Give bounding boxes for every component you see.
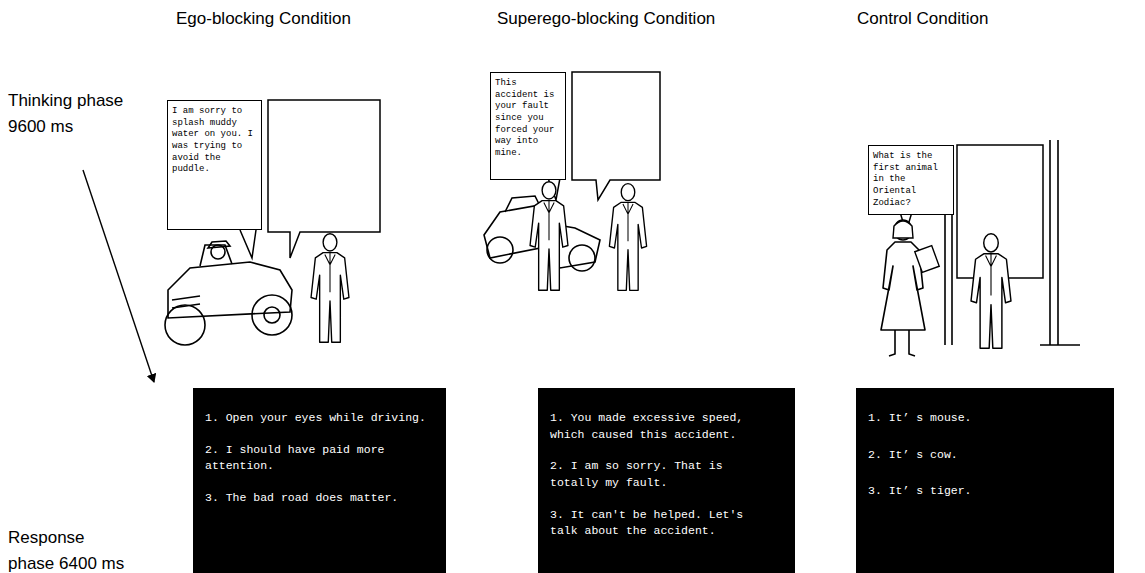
bubble-tail: [240, 230, 256, 258]
car-wheel: [569, 245, 595, 271]
empty-speech-bubble: [572, 72, 660, 200]
response-option: 1. You made excessive speed, which cause…: [550, 410, 776, 443]
response-box: 1. It’ s mouse. 2. It’ s cow. 3. It’ s tig…: [856, 388, 1114, 573]
response-option: 1. Open your eyes while driving.: [205, 410, 431, 427]
condition-heading: Superego-blocking Condition: [497, 6, 817, 32]
speech-text: This accident is your fault since you fo…: [495, 78, 561, 160]
car-wheel: [165, 305, 205, 345]
standing-woman: [881, 220, 925, 356]
doorway: [945, 140, 1080, 345]
car-grille: [172, 296, 200, 308]
car-body: [168, 262, 292, 318]
speech-bubble: What is the first animal in the Oriental…: [868, 145, 954, 215]
phase-label: Response phase 6400 ms: [8, 525, 133, 573]
phase-label: Thinking phase 9600 ms: [8, 88, 126, 139]
driver-hat: [208, 241, 230, 248]
time-arrow: [83, 170, 154, 382]
condition-heading: Ego-blocking Condition: [176, 6, 476, 32]
response-option: 3. It’ s tiger.: [868, 483, 1094, 500]
condition-heading: Control Condition: [857, 6, 1117, 32]
response-option: 3. It can't be helped. Let's talk about …: [550, 507, 776, 540]
response-option: 2. I am so sorry. That is totally my fau…: [550, 458, 776, 491]
car-wheel: [252, 295, 292, 335]
response-option: 3. The bad road does matter.: [205, 490, 431, 507]
response-box: 1. You made excessive speed, which cause…: [538, 388, 795, 573]
speech-bubble: This accident is your fault since you fo…: [490, 72, 566, 180]
speech-text: What is the first animal in the Oriental…: [873, 151, 949, 209]
response-option: 1. It’ s mouse.: [868, 410, 1094, 427]
standing-man: [530, 182, 568, 291]
door-frame: [945, 140, 1080, 345]
wheel-hub: [264, 307, 280, 323]
card-in-hand: [915, 246, 939, 273]
response-option: 2. It’ s cow.: [868, 447, 1094, 464]
speech-bubble: I am sorry to splash muddy water on you.…: [167, 100, 262, 230]
response-option: 2. I should have paid more attention.: [205, 442, 431, 475]
car-drawing: [165, 241, 292, 345]
empty-speech-bubble: [268, 100, 380, 258]
car-wheel: [487, 237, 513, 263]
car-window: [200, 245, 232, 266]
standing-man: [311, 234, 349, 343]
standing-man: [609, 184, 646, 291]
standing-man: [971, 234, 1011, 348]
response-box: 1. Open your eyes while driving. 2. I sho…: [193, 388, 446, 573]
speech-text: I am sorry to splash muddy water on you.…: [172, 106, 257, 176]
